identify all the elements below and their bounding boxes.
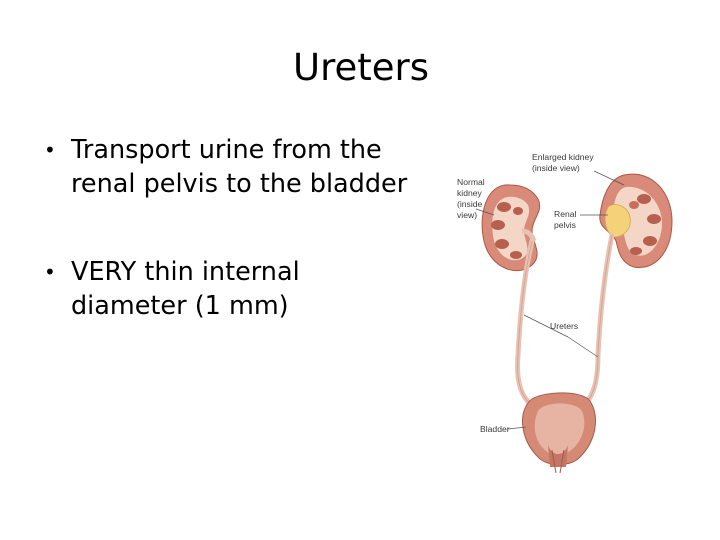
urinary-system-illustration: Enlarged kidney (inside view) Normal kid… bbox=[448, 145, 716, 475]
urinary-system-svg: Enlarged kidney (inside view) Normal kid… bbox=[457, 152, 673, 474]
label-normal-kidney-4: view) bbox=[457, 210, 477, 220]
slide-title: Ureters bbox=[292, 46, 429, 89]
label-ureters: Ureters bbox=[550, 321, 578, 331]
bullet-text-transport: Transport urine from the renal pelvis to… bbox=[71, 135, 408, 199]
bullet-text-diameter: VERY thin internal diameter (1 mm) bbox=[71, 257, 300, 321]
label-normal-kidney-2: kidney bbox=[457, 188, 483, 198]
right-ureter-edge bbox=[581, 234, 613, 408]
label-renal-pelvis-1: Renal bbox=[554, 209, 577, 219]
label-enlarged-kidney-2: (inside view) bbox=[532, 163, 580, 173]
left-ureter-edge bbox=[517, 240, 535, 408]
bullet-list: • Transport urine from the renal pelvis … bbox=[44, 133, 414, 377]
label-enlarged-kidney-1: Enlarged kidney bbox=[532, 152, 594, 162]
enlarged-kidney bbox=[599, 173, 673, 269]
bullet-dot: • bbox=[44, 260, 56, 284]
label-normal-kidney-3: (inside bbox=[457, 199, 483, 209]
label-bladder: Bladder bbox=[480, 424, 510, 434]
bullet-item-transport: • Transport urine from the renal pelvis … bbox=[44, 133, 414, 201]
normal-kidney bbox=[481, 184, 541, 272]
bullet-dot: • bbox=[44, 138, 56, 162]
label-renal-pelvis-2: pelvis bbox=[554, 220, 576, 230]
label-normal-kidney-1: Normal bbox=[457, 177, 485, 187]
bullet-item-diameter: • VERY thin internal diameter (1 mm) bbox=[44, 255, 414, 323]
leader-lines bbox=[475, 170, 625, 430]
bladder bbox=[522, 392, 596, 474]
